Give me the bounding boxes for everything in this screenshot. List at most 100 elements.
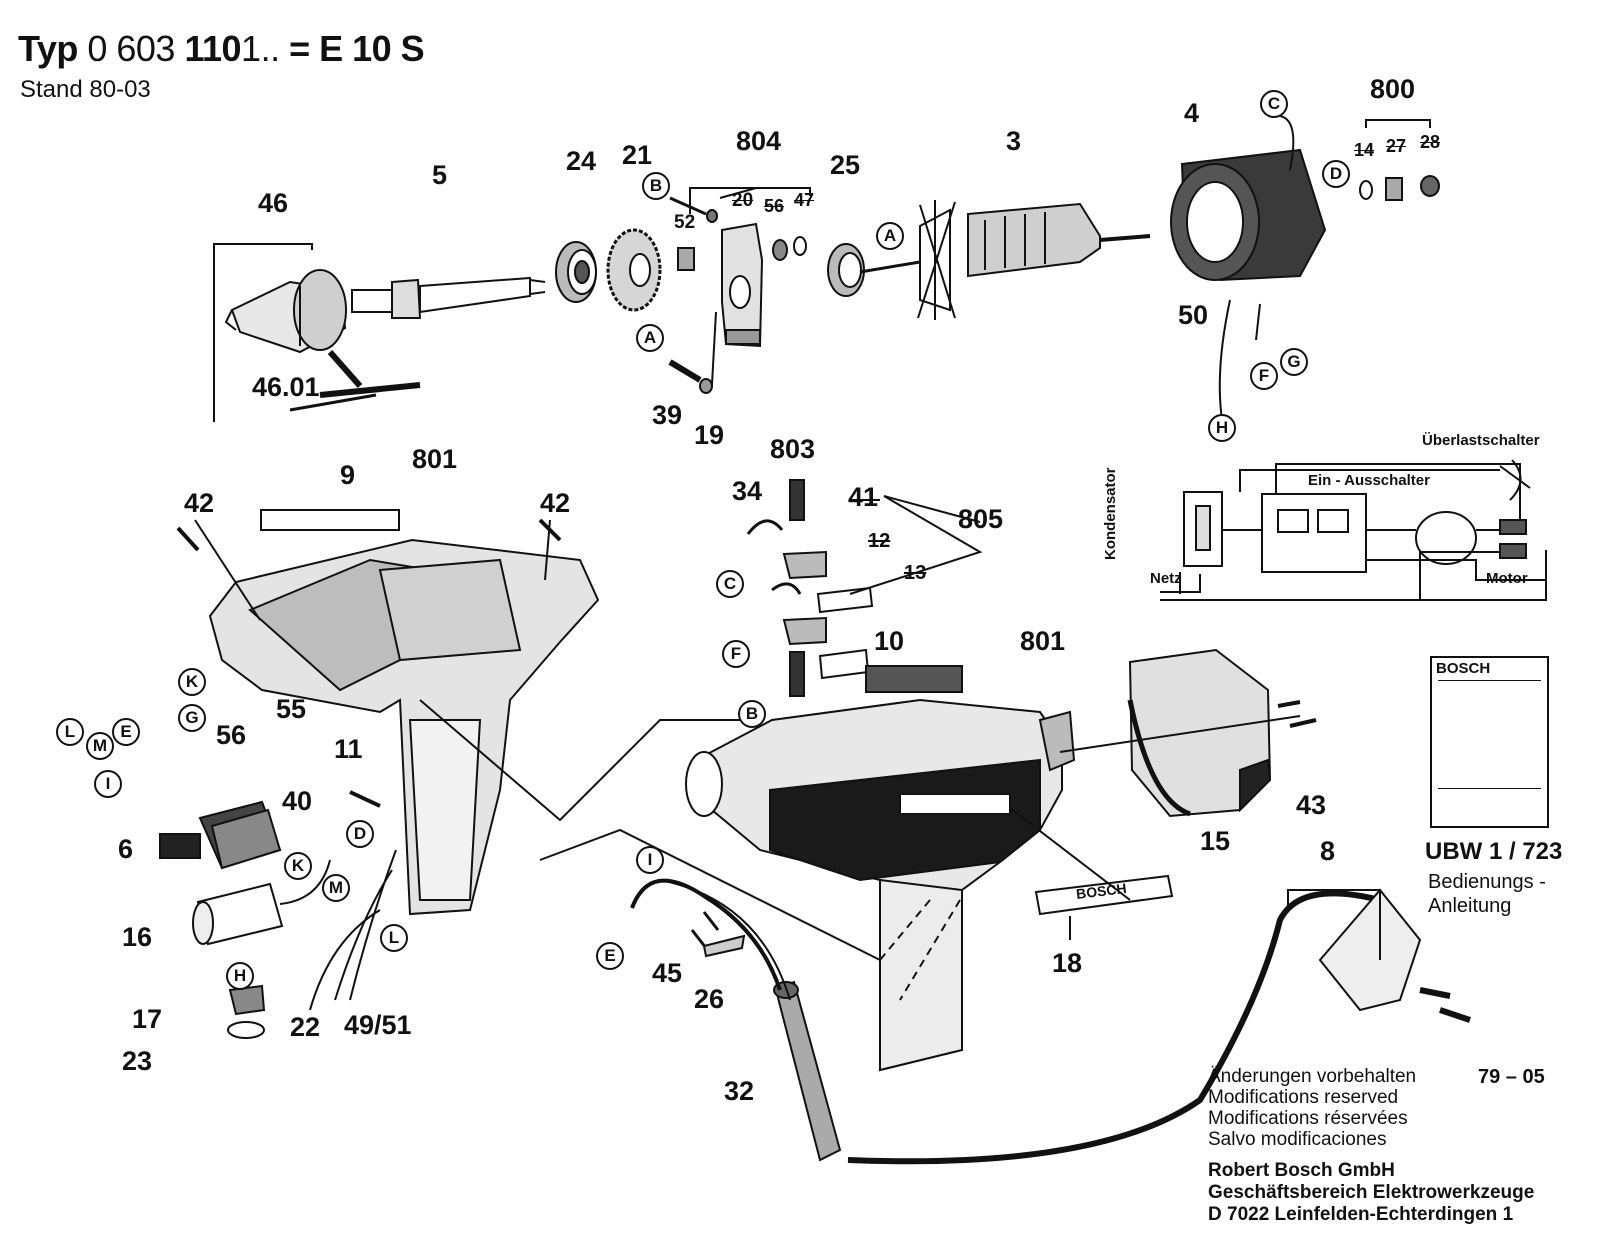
part-number: 28	[1420, 132, 1441, 152]
manual-desc-line: Bedienungs -	[1428, 871, 1546, 893]
document-date: 79 – 05	[1478, 1066, 1545, 1088]
wire-marker-a: A	[876, 222, 904, 250]
manual-code: UBW 1 / 723	[1425, 838, 1563, 865]
motor-housing-left	[194, 519, 600, 916]
type-suffix: 1..	[241, 28, 280, 69]
screw-b	[669, 196, 707, 216]
wire-marker-l: L	[380, 924, 408, 952]
overload-switch-label: Überlastschalter	[1422, 432, 1540, 449]
wire-marker-f: F	[1250, 362, 1278, 390]
note-fr: Modifications réservées	[1208, 1108, 1408, 1129]
wire-marker-e: E	[112, 718, 140, 746]
part-number: 17	[132, 1004, 163, 1034]
company-block: Robert Bosch GmbH Geschäftsbereich Elekt…	[1208, 1160, 1534, 1226]
wire-marker-m: M	[86, 732, 114, 760]
on-off-switch-label: Ein - Ausschalter	[1308, 472, 1430, 489]
revision-stand: Stand 80-03	[20, 76, 151, 103]
part-number: 47	[794, 190, 815, 210]
nameplate-18	[1034, 874, 1174, 916]
manual-desc-line: Anleitung	[1428, 895, 1512, 917]
bearing-bracket	[721, 222, 764, 348]
part-number: 56	[764, 196, 785, 216]
part-number: 15	[1200, 826, 1231, 856]
wire-marker-f: F	[722, 640, 750, 668]
label-9-plate	[260, 509, 400, 531]
part-number: 13	[904, 562, 927, 584]
part-number: 41	[848, 482, 879, 512]
type-number-light: 0 603	[87, 28, 175, 69]
part-number: 22	[290, 1012, 321, 1042]
part-number: 8	[1320, 836, 1336, 866]
part-number: 40	[282, 786, 313, 816]
part-number: 49/51	[344, 1010, 412, 1040]
wire-marker-i: I	[636, 846, 664, 874]
wire-marker-d: D	[346, 820, 374, 848]
part-number: 805	[958, 504, 1004, 534]
operating-manual-box: BOSCH	[1430, 656, 1549, 828]
wire-marker-g: G	[178, 704, 206, 732]
end-cap-15	[1127, 648, 1272, 818]
manual-rule	[1438, 680, 1541, 681]
part-number: 5	[432, 160, 448, 190]
switch-unit	[159, 800, 282, 870]
part-number: 45	[652, 958, 683, 988]
part-number: 43	[1296, 790, 1327, 820]
wire-marker-i: I	[94, 770, 122, 798]
part-number: 55	[276, 694, 307, 724]
capacitor	[192, 859, 331, 946]
drill-chuck	[224, 269, 347, 354]
part-number: 801	[412, 444, 458, 474]
note-en: Modifications reserved	[1208, 1087, 1399, 1108]
part-number: 50	[1178, 300, 1209, 330]
label-10-plate	[865, 665, 963, 693]
part-number: 4	[1184, 98, 1200, 128]
strain-relief	[227, 984, 266, 1039]
wire-marker-a: A	[636, 324, 664, 352]
part-number: 16	[122, 922, 153, 952]
part-number: 21	[622, 140, 653, 170]
drill-body-assembled	[685, 698, 1076, 1072]
spindle	[351, 276, 546, 319]
part-number: 32	[724, 1076, 755, 1106]
company-name: Robert Bosch GmbH	[1208, 1160, 1395, 1181]
company-division: Geschäftsbereich Elektrowerkzeuge	[1208, 1182, 1535, 1203]
wire-marker-h: H	[1208, 414, 1236, 442]
bracket-804	[689, 187, 811, 214]
ball-bearing-24	[555, 241, 597, 303]
bracket-800	[1365, 119, 1431, 128]
part-number: 12	[868, 530, 891, 552]
part-number: 42	[540, 488, 571, 518]
armature	[859, 200, 1151, 320]
wire-marker-d: D	[1322, 160, 1350, 188]
part-number: 52	[674, 212, 696, 233]
wire-marker-k: K	[178, 668, 206, 696]
manual-description: Bedienungs - Anleitung	[1428, 870, 1546, 918]
needle-bearing-25	[827, 243, 865, 297]
cord-sleeve-32	[773, 980, 842, 1162]
wire-marker-m: M	[322, 874, 350, 902]
wire-marker-c: C	[716, 570, 744, 598]
part-number: 34	[732, 476, 763, 506]
mains-label: Netz	[1150, 570, 1182, 587]
wiring-schematic	[1160, 459, 1547, 601]
screw-39	[668, 359, 702, 383]
manual-brand: BOSCH	[1436, 660, 1491, 677]
part-number: 20	[732, 190, 754, 211]
part-number: 18	[1052, 948, 1083, 978]
wire-marker-b: B	[738, 700, 766, 728]
part-number: 42	[184, 488, 215, 518]
page-title: Typ 0 603 1101.. = E 10 S	[18, 28, 425, 70]
part-number: 56	[216, 720, 247, 750]
type-prefix: Typ	[18, 28, 78, 69]
type-number-bold: 110	[184, 28, 242, 69]
gear-21	[606, 228, 662, 312]
part-number: 801	[1020, 626, 1066, 656]
part-number: 803	[770, 434, 816, 464]
part-number: 46.01	[252, 372, 320, 402]
wire-marker-h: H	[226, 962, 254, 990]
part-number: 804	[736, 126, 782, 156]
part-number: 800	[1370, 74, 1416, 104]
washer-19	[699, 378, 713, 394]
bush-52	[677, 247, 695, 271]
